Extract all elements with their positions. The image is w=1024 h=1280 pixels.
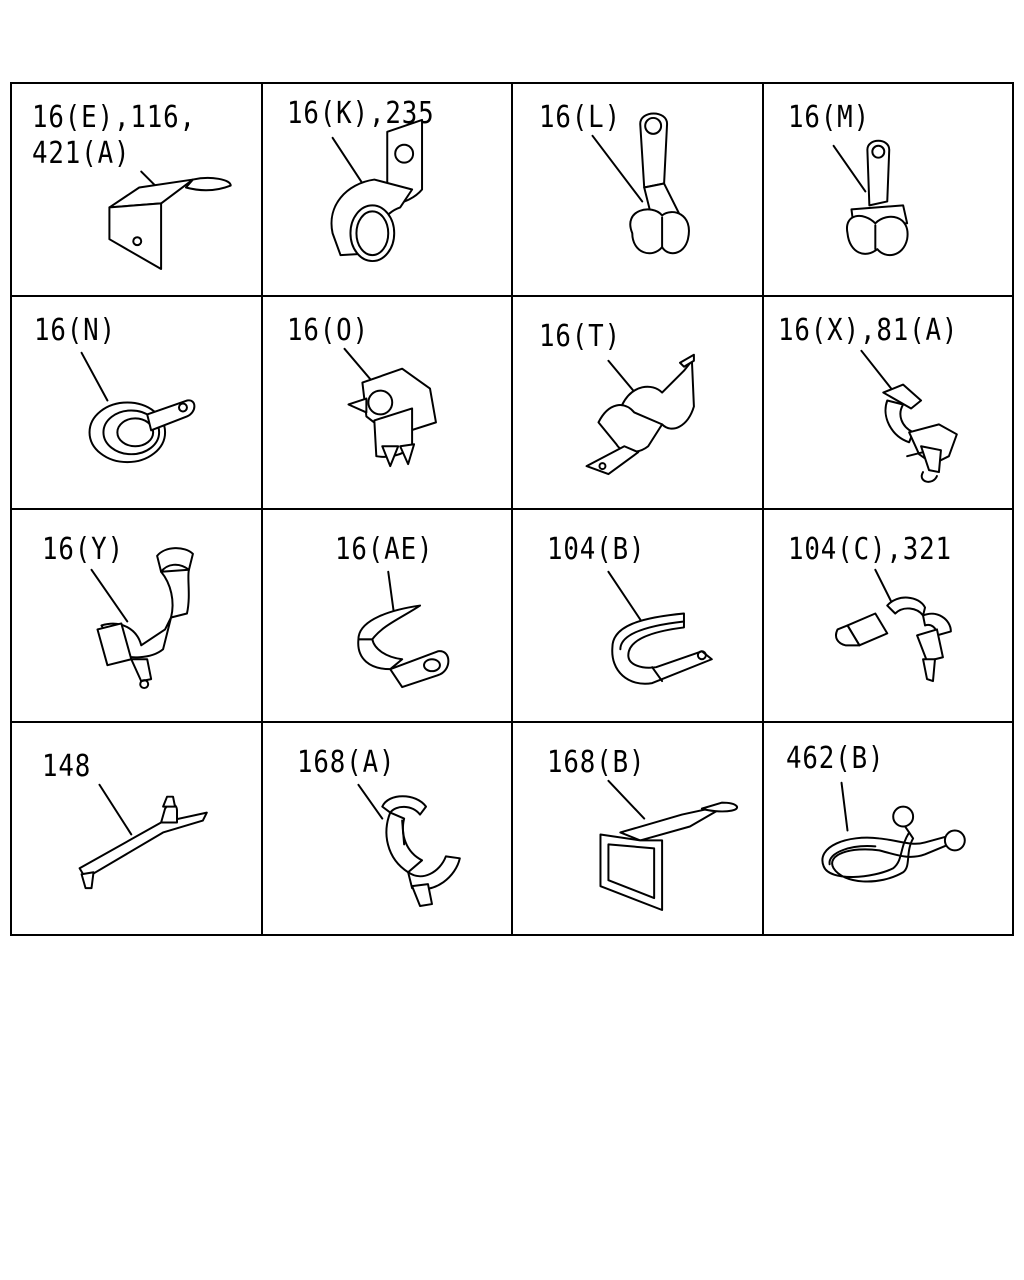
pipe-clamp-illustration <box>330 118 423 263</box>
tab-clip-illustration <box>832 139 908 257</box>
part-label: 168(B) <box>547 745 646 780</box>
part-label: 16(N) <box>34 313 116 348</box>
part-label: 16(O) <box>286 313 369 348</box>
part-label: 16(L) <box>539 100 621 135</box>
part-cell-462b: 462(B) <box>763 723 1014 936</box>
part-cell-168a: 168(A) <box>262 723 513 936</box>
part-cell-16o: 16(O) <box>262 297 513 510</box>
clip-bracket-illustration <box>108 170 232 271</box>
part-label: 16(T) <box>539 319 621 354</box>
tab-clip-illustration <box>591 112 690 255</box>
part-label: 104(B) <box>547 532 646 567</box>
part-cell-16t: 16(T) <box>513 297 764 510</box>
part-cell-104b: 104(B) <box>513 510 764 723</box>
part-label: 104(C),321 <box>787 532 952 567</box>
part-label: 16(Y) <box>42 532 124 567</box>
p-clamp-illustration <box>80 351 196 464</box>
parts-grid: 16(E),116, 421(A) 16(K),235 16(L) <box>10 82 1014 936</box>
part-label: 16(E),116, 421(A) <box>32 100 196 171</box>
part-label: 168(A) <box>296 745 395 780</box>
part-label: 462(B) <box>785 741 884 776</box>
u-clamp-illustration <box>607 570 713 685</box>
part-label: 16(M) <box>787 100 870 135</box>
loop-tie-illustration <box>820 781 966 883</box>
part-cell-148: 148 <box>12 723 263 936</box>
part-cell-16n: 16(N) <box>12 297 263 510</box>
part-cell-16k-235: 16(K),235 <box>262 84 513 297</box>
part-cell-104c-321: 104(C),321 <box>763 510 1014 723</box>
part-cell-16e-116-421a: 16(E),116, 421(A) <box>12 84 263 297</box>
p-clamp-flat-illustration <box>356 570 449 689</box>
part-label: 16(AE) <box>334 532 433 567</box>
double-clip-illustration <box>585 353 695 476</box>
connector-clip-illustration <box>834 568 952 683</box>
plate-clip-illustration <box>599 779 739 912</box>
strap-clip-illustration <box>78 783 208 890</box>
part-cell-16x-81a: 16(X),81(A) <box>763 297 1014 510</box>
hose-clip-illustration <box>356 783 461 908</box>
part-cell-16ae: 16(AE) <box>262 510 513 723</box>
part-cell-168b: 168(B) <box>513 723 764 936</box>
part-cell-16y: 16(Y) <box>12 510 263 723</box>
part-label: 148 <box>42 749 92 784</box>
harness-clip-illustration <box>343 347 437 468</box>
part-label: 16(X),81(A) <box>777 313 958 348</box>
part-cell-16m: 16(M) <box>763 84 1014 297</box>
stand-off-clip-illustration <box>90 547 194 690</box>
part-cell-16l: 16(L) <box>513 84 764 297</box>
wire-clip-illustration <box>859 349 958 483</box>
